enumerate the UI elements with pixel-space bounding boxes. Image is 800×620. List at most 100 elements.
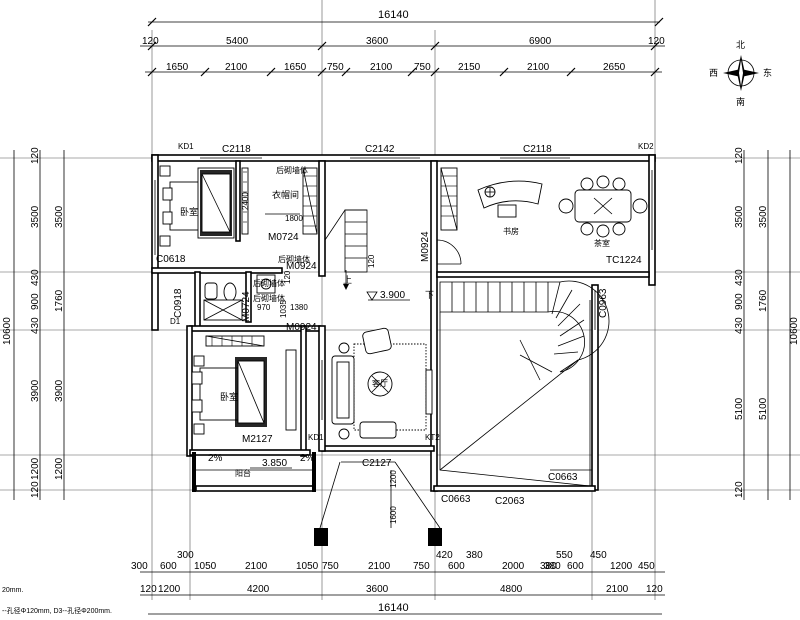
bottom-sub-dim-4: 3600 (366, 584, 389, 595)
level-main: 3.900 (380, 290, 405, 301)
bottom-dim-16: 450 (638, 561, 655, 572)
top-dim-1: 120 (142, 36, 159, 47)
right-sub-dim-3: 5100 (758, 397, 769, 420)
door-m0724-upper: M0724 (268, 232, 299, 243)
bottom-dimensions: 300 600 1050 2100 1050 750 2100 750 420 … (131, 550, 665, 615)
dim-970: 970 (257, 303, 271, 312)
bottom-dim-8: 750 (413, 561, 430, 572)
left-dim-2: 3500 (30, 205, 41, 228)
bottom-sub-dim-2: 1200 (158, 584, 181, 595)
compass-north: 北 (736, 40, 745, 50)
dim-1380: 1380 (290, 303, 308, 312)
vent-note-1: 后砌墙体 (276, 165, 308, 175)
window-c2118-left: C2118 (222, 144, 251, 155)
door-m0924-lower: M0924 (286, 322, 317, 333)
bottom-sub-dim-6: 2100 (606, 584, 629, 595)
bottom-sub-dim-1: 120 (140, 584, 157, 595)
note-line-1: 20mm. (2, 587, 24, 594)
right-dim-3: 430 (734, 269, 745, 286)
bottom-dim-15: 1200 (610, 561, 633, 572)
room-bedroom1-label: 卧室 (180, 206, 198, 217)
closet-fixtures (241, 167, 318, 235)
right-dimensions: 120 3500 430 900 430 5100 120 3500 1760 … (734, 147, 800, 500)
vent-note-4: 后砌墙体 (253, 293, 285, 303)
level-balcony: 3.850 (262, 458, 287, 469)
opening-labels: C2118 C2142 C2118 C0618 C0918 TC1224 C09… (156, 144, 642, 507)
top-sub-dim-7: 2150 (458, 62, 481, 73)
left-sub-dim-1: 3500 (54, 205, 65, 228)
study-furniture (436, 167, 543, 265)
top-sub-dim-2: 2100 (225, 62, 248, 73)
window-c0663-left: C0663 (441, 494, 471, 505)
left-dim-7: 1200 (30, 457, 41, 480)
right-dim-4: 900 (734, 293, 745, 310)
level-markers: 3.900 3.850 2% 2% 上 下 (208, 275, 434, 469)
room-bedroom2-label: 卧室 (220, 391, 238, 402)
right-sub-dim-1: 3500 (758, 205, 769, 228)
top-sub-dim-1: 1650 (166, 62, 189, 73)
lounge-furniture (331, 327, 433, 440)
top-dim-4: 6900 (529, 36, 552, 47)
left-sub-dim-2: 1760 (54, 289, 65, 312)
top-sub-dim-3: 1650 (284, 62, 307, 73)
top-sub-dim-6: 750 (414, 62, 431, 73)
slope-right: 2% (300, 453, 315, 464)
right-dim-5: 430 (734, 317, 745, 334)
left-sub-dim-4: 1200 (54, 457, 65, 480)
balcony-details (196, 461, 441, 529)
window-c2142: C2142 (365, 144, 395, 155)
dim-1200-balcony: 1200 (389, 470, 398, 488)
window-c0618: C0618 (156, 254, 186, 265)
bottom-dim-5: 1050 (296, 561, 319, 572)
dim-1035: 1035 (279, 300, 288, 318)
top-dim-5: 120 (648, 36, 665, 47)
room-tea-label: 茶室 (594, 238, 610, 248)
bottom-dim-2: 600 (160, 561, 177, 572)
room-labels: 卧室 衣帽间 卧室 书房 茶室 阳台 客厅 (180, 189, 610, 478)
top-sub-dim-9: 2650 (603, 62, 626, 73)
note-line-2: --孔径Φ120mm, D3--孔径Φ200mm. (2, 608, 112, 615)
compass-rose: 北 南 西 东 (709, 40, 772, 107)
door-m0924-upper: M0924 (286, 261, 317, 272)
slope-left: 2% (208, 453, 223, 464)
window-c0663-right: C0663 (548, 472, 578, 483)
right-dim-1: 120 (734, 147, 745, 164)
mark-kd1-top: KD1 (178, 142, 194, 151)
room-closet-label: 衣帽间 (272, 189, 299, 200)
room-study-label: 书房 (503, 226, 519, 236)
bottom-extra-4: 550 (556, 550, 573, 561)
bottom-sub-dim-5: 4800 (500, 584, 523, 595)
tea-table-set (558, 175, 648, 238)
bottom-dim-13: 600 (567, 561, 584, 572)
vent-note-2: 后砌墙体 (278, 254, 310, 264)
mark-kt2: KT2 (425, 433, 440, 442)
bottom-dim-10: 380 (466, 550, 483, 561)
left-dim-1: 120 (30, 147, 41, 164)
bottom-dim-4: 2100 (245, 561, 268, 572)
compass-east: 东 (763, 67, 772, 78)
dim-1800: 1800 (285, 214, 303, 223)
door-m0924-vertical: M0924 (420, 231, 431, 262)
left-sub-dim-3: 3900 (54, 379, 65, 402)
compass-west: 西 (709, 68, 718, 78)
bottom-sub-dim-7: 120 (646, 584, 663, 595)
total-top-dim: 16140 (378, 9, 409, 21)
bottom-dim-9: 420 (436, 550, 453, 561)
bottom-sub-dim-3: 4200 (247, 584, 270, 595)
bottom-dim-14: 450 (590, 550, 607, 561)
bedroom1-bed (159, 165, 235, 247)
window-c2063: C2063 (495, 496, 525, 507)
bedroom2-bed (191, 335, 297, 435)
total-right-dim: 10600 (789, 317, 800, 345)
hall-stair (324, 209, 368, 290)
spiral-stair (439, 280, 610, 487)
left-dim-8: 120 (30, 481, 41, 498)
bottom-dim-6: 750 (322, 561, 339, 572)
bathroom-fixtures (203, 274, 276, 321)
stair-up-label: 上 (343, 275, 352, 285)
small-marks: KD1 KD2 D1 KD1 KT2 后砌墙体 后砌墙体 后砌墙体 后砌墙体 2… (170, 142, 654, 524)
mark-kd2: KD2 (638, 142, 654, 151)
bottom-dim-3: 1050 (194, 561, 217, 572)
window-c0963: C0963 (598, 288, 609, 318)
